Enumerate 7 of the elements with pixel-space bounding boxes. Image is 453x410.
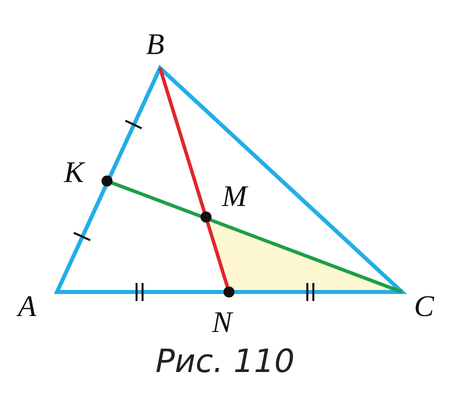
point-label: C	[414, 292, 434, 322]
point-label: K	[64, 158, 84, 188]
figure-caption: Рис. 110	[154, 345, 296, 377]
point-label: N	[212, 308, 232, 338]
point-label: B	[146, 30, 164, 60]
point-label: A	[18, 292, 36, 322]
point-label: M	[222, 182, 247, 212]
